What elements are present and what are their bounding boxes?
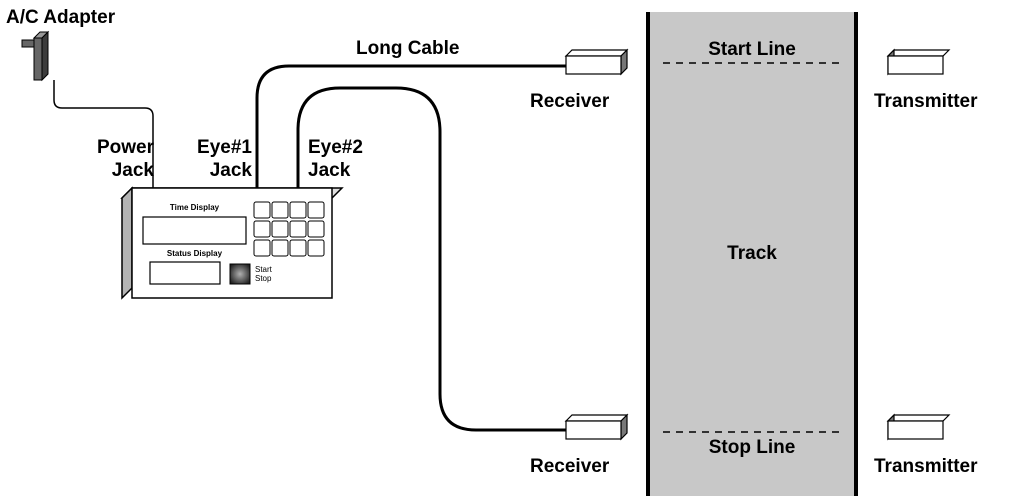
receiver-bottom-icon bbox=[564, 413, 629, 441]
ac-adapter-label: A/C Adapter bbox=[6, 7, 116, 28]
transmitter-top-icon bbox=[886, 48, 951, 76]
stop-line-label: Stop Line bbox=[708, 437, 796, 458]
start-stop-line-1: Start bbox=[255, 265, 272, 274]
start-line-label: Start Line bbox=[708, 39, 796, 60]
eye1-jack-line-1: Eye#1 bbox=[197, 137, 252, 158]
receiver-bottom-label: Receiver bbox=[530, 456, 610, 477]
track-label: Track bbox=[727, 243, 777, 264]
start-stop-button bbox=[229, 263, 251, 285]
start-stop-label: Start Stop bbox=[255, 265, 272, 284]
receiver-top-label: Receiver bbox=[530, 91, 610, 112]
time-display-label: Time Display bbox=[169, 203, 220, 212]
keypad bbox=[253, 201, 325, 257]
eye1-jack-label: Eye#1 Jack bbox=[172, 138, 252, 180]
status-display-screen bbox=[149, 261, 221, 285]
transmitter-top-label: Transmitter bbox=[874, 91, 978, 112]
power-jack-line-1: Power bbox=[96, 137, 154, 158]
status-display-label: Status Display bbox=[166, 249, 223, 258]
eye2-jack-line-1: Eye#2 bbox=[308, 137, 363, 158]
eye1-jack-line-2: Jack bbox=[209, 160, 252, 181]
long-cable bbox=[255, 64, 566, 188]
power-jack-label: Power Jack bbox=[70, 138, 154, 180]
start-stop-line-2: Stop bbox=[255, 273, 272, 283]
ac-adapter-icon bbox=[21, 30, 50, 82]
eye2-jack-line-2: Jack bbox=[308, 160, 351, 181]
timer-unit bbox=[120, 186, 344, 300]
track-area bbox=[648, 12, 856, 496]
time-display-screen bbox=[142, 216, 247, 245]
transmitter-bottom-icon bbox=[886, 413, 951, 441]
receiver-top-icon bbox=[564, 48, 629, 76]
power-jack-line-2: Jack bbox=[111, 160, 154, 181]
eye2-jack-label: Eye#2 Jack bbox=[308, 138, 363, 180]
long-cable-label: Long Cable bbox=[356, 38, 460, 59]
power-cable bbox=[53, 80, 154, 188]
eye2-cable bbox=[296, 86, 566, 432]
transmitter-bottom-label: Transmitter bbox=[874, 456, 978, 477]
